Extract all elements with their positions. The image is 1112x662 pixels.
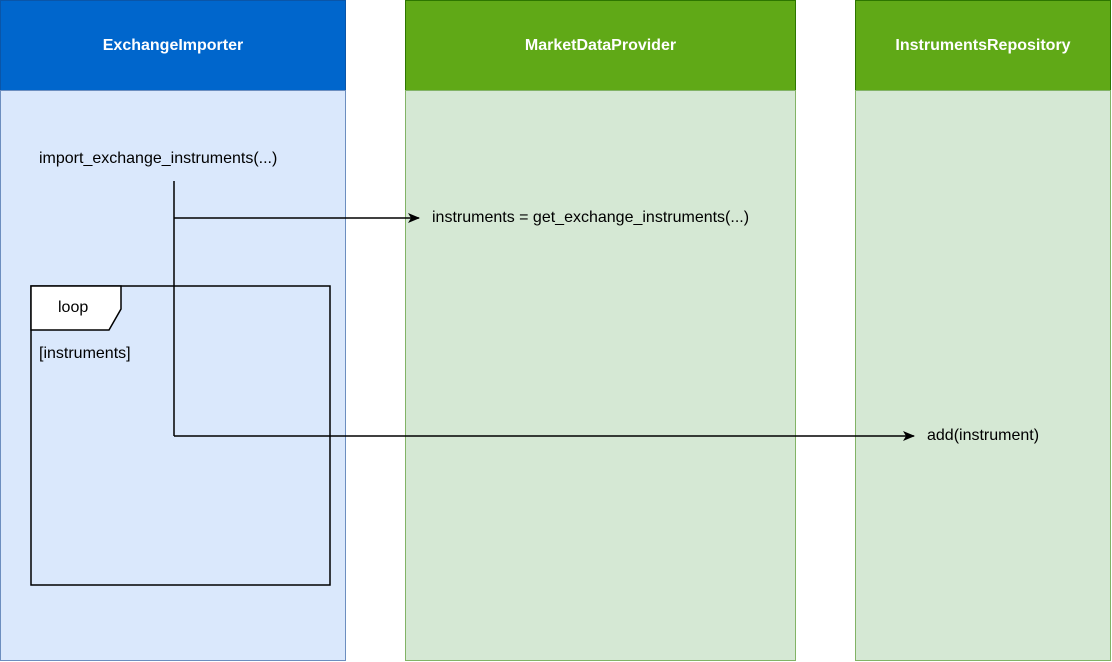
lane-header-market-data-provider: MarketDataProvider <box>405 0 796 91</box>
lane-market-data-provider: MarketDataProvider <box>405 0 796 662</box>
lane-body-instruments-repository <box>855 90 1111 661</box>
lane-header-exchange-importer: ExchangeImporter <box>0 0 346 91</box>
lane-exchange-importer: ExchangeImporter <box>0 0 346 662</box>
loop-guard-label: [instruments] <box>39 345 131 362</box>
loop-tag-label: loop <box>58 299 89 316</box>
lane-body-exchange-importer <box>0 90 346 661</box>
message-add-instrument: add(instrument) <box>927 427 1040 444</box>
lane-instruments-repository: InstrumentsRepository <box>855 0 1111 662</box>
loop-tag-box <box>30 285 122 331</box>
lane-body-market-data-provider <box>405 90 796 661</box>
message-import-exchange-instruments: import_exchange_instruments(...) <box>39 150 278 167</box>
message-get-exchange-instruments: instruments = get_exchange_instruments(.… <box>432 209 750 226</box>
